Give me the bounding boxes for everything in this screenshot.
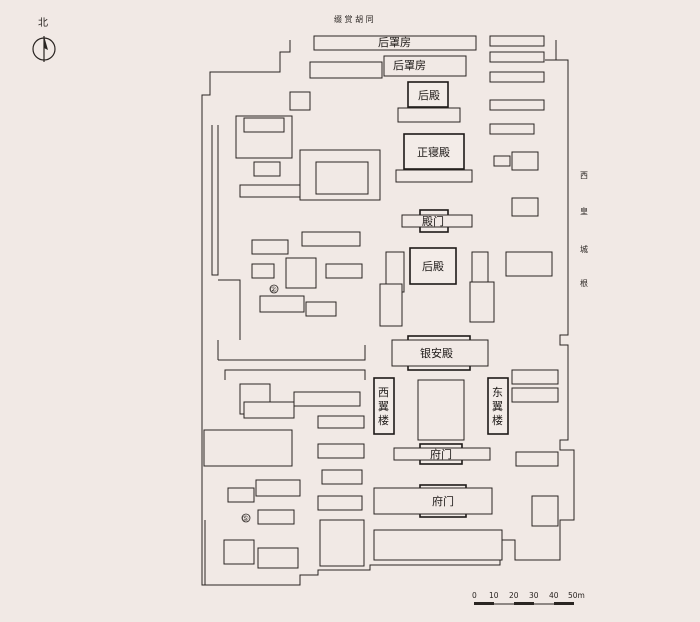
rear-palace-top-label: 后殿 xyxy=(418,89,440,102)
central-axis xyxy=(313,35,509,561)
scale-tick-20: 20 xyxy=(509,591,519,600)
scale-tick-30: 30 xyxy=(529,591,539,600)
rear-hall-house-label-1: 后罩房 xyxy=(378,36,411,49)
scale-tick-50: 50m xyxy=(568,591,585,600)
marker-1: ② xyxy=(270,285,277,294)
west-wing-label-char-2: 翼 xyxy=(378,400,389,413)
west-wing-label-char-3: 楼 xyxy=(378,413,389,427)
scale-bar: 0 10 20 30 40 50m xyxy=(472,591,585,605)
street-east-char-3: 城 xyxy=(580,245,588,254)
rear-hall-house-label-2: 后罩房 xyxy=(393,59,426,72)
east-wing-label-char-3: 楼 xyxy=(492,413,503,427)
scale-tick-0: 0 xyxy=(472,591,477,600)
scale-tick-10: 10 xyxy=(489,591,499,600)
rear-palace-mid-label: 后殿 xyxy=(422,260,444,273)
street-north-label: 缀 赏 胡 同 xyxy=(334,14,374,24)
mansion-gate-outer-label: 府门 xyxy=(432,494,454,508)
marker-2: ⑤ xyxy=(242,514,249,523)
main-sleeping-hall-label: 正寝殿 xyxy=(417,145,450,159)
north-arrow-icon xyxy=(32,36,56,62)
mansion-gate-inner-label: 府门 xyxy=(430,447,452,461)
street-east-char-4: 根 xyxy=(580,278,588,288)
boundary-walls xyxy=(201,40,575,586)
north-label: 北 xyxy=(38,17,48,29)
palace-gate-label: 殿门 xyxy=(422,214,444,228)
west-wing-label-char-1: 西 xyxy=(378,386,389,399)
scale-tick-40: 40 xyxy=(549,591,559,600)
yin-an-hall-label: 银安殿 xyxy=(420,346,453,360)
eastern-compounds xyxy=(379,35,559,527)
east-wing-label-char-1: 东 xyxy=(492,386,503,399)
western-compounds xyxy=(203,61,383,569)
street-east-char-2: 皇 xyxy=(580,206,588,216)
street-east-char-1: 西 xyxy=(580,171,588,180)
east-wing-label-char-2: 翼 xyxy=(492,400,503,413)
